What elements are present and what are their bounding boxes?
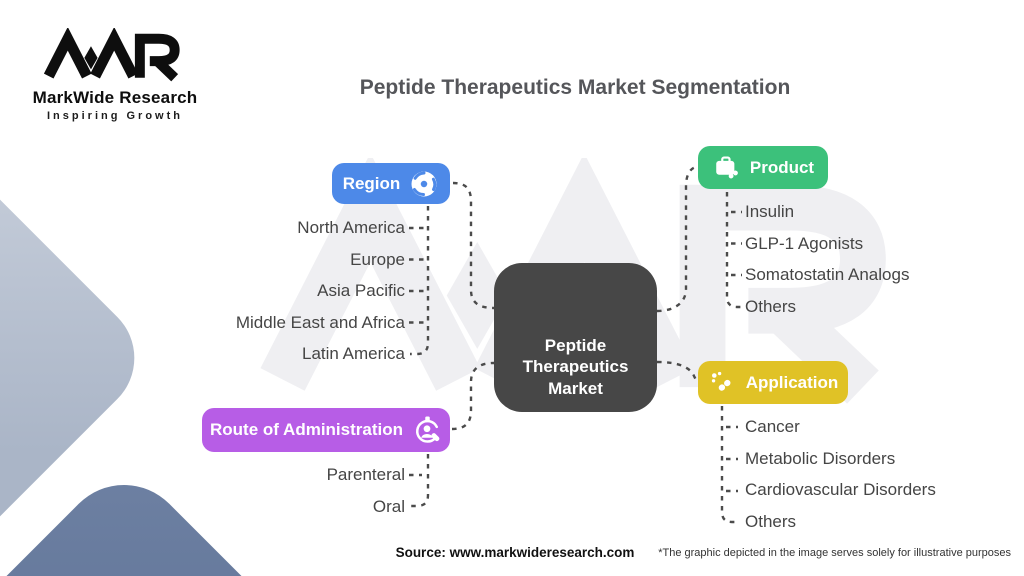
product-branch-button: Product — [698, 146, 828, 189]
center-node-label: Peptide Therapeutics Market — [522, 335, 629, 398]
product-label: Product — [749, 157, 815, 177]
list-item: Cancer — [745, 417, 800, 436]
list-item: Somatostatin Analogs — [745, 265, 910, 285]
list-item: Latin America — [302, 344, 405, 363]
pills-icon — [711, 371, 731, 391]
region-branch-button: Region — [332, 163, 450, 204]
list-item: Insulin — [745, 202, 795, 221]
center-node: Peptide Therapeutics Market — [494, 263, 657, 412]
list-item: Cardiovascular Disorders — [745, 480, 936, 500]
page-title: Peptide Therapeutics Market Segmentation — [359, 76, 791, 99]
list-item: Asia Pacific — [317, 281, 405, 300]
route-item-list: Parenteral Oral — [327, 459, 405, 522]
disclaimer-text: *The graphic depicted in the image serve… — [658, 547, 1011, 559]
route-of-administration-branch-button: Route of Administration — [202, 408, 450, 452]
region-label: Region — [342, 173, 401, 193]
logo-name: MarkWide Research — [32, 88, 198, 107]
list-item: Oral — [372, 496, 405, 516]
route-of-administration-label: Route of Administration — [210, 420, 403, 439]
list-item: Parenteral — [326, 465, 405, 484]
person-pill-icon — [416, 416, 440, 443]
region-item-list: North America Europe Asia Pacific Middle… — [236, 212, 405, 370]
application-item-list: Cancer Metabolic Disorders Cardiovascula… — [745, 411, 936, 538]
application-branch-button: Application — [698, 361, 848, 404]
mwr-logo-icon — [43, 28, 180, 82]
medical-bag-icon — [716, 156, 738, 179]
product-item-list: Insulin GLP-1 Agonists Somatostatin Anal… — [745, 196, 909, 322]
globe-icon — [411, 171, 437, 196]
logo: MarkWide Research Inspiring Growth — [30, 28, 200, 122]
list-item: GLP-1 Agonists — [745, 233, 864, 253]
list-item: Middle East and Africa — [235, 312, 405, 332]
list-item: Metabolic Disorders — [745, 448, 896, 468]
list-item: North America — [297, 218, 405, 237]
application-label: Application — [745, 372, 839, 392]
list-item: Others — [745, 512, 797, 532]
logo-tagline: Inspiring Growth — [47, 110, 183, 122]
source-text: Source: www.markwideresearch.com — [395, 545, 635, 560]
list-item: Europe — [350, 249, 405, 269]
list-item: Others — [745, 296, 797, 316]
